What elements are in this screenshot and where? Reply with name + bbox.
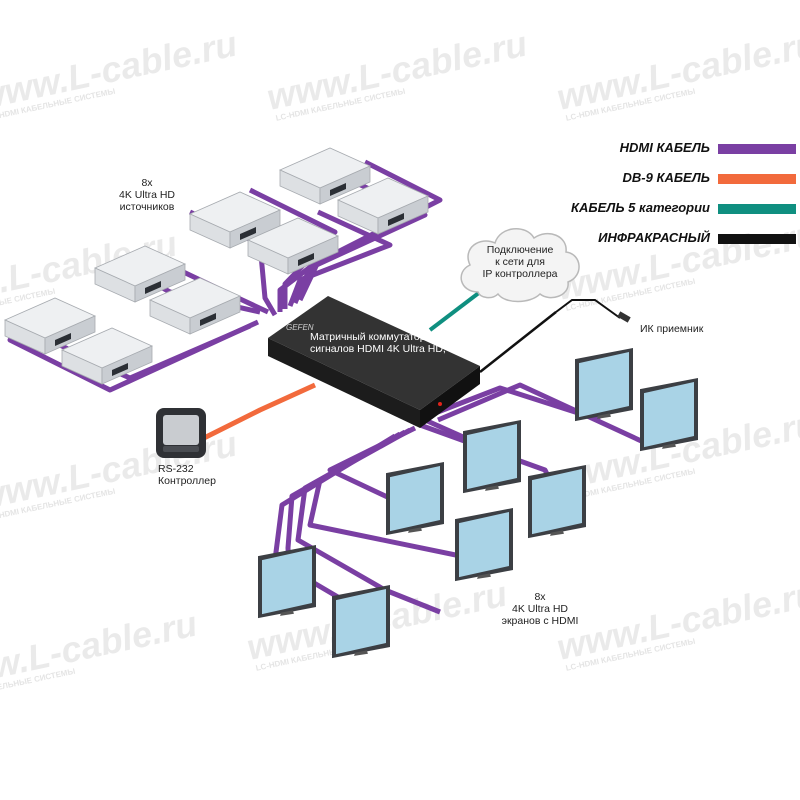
display-device <box>332 585 390 659</box>
controller-screen-icon <box>163 415 199 445</box>
source-device <box>247 217 339 275</box>
switch-side <box>420 366 480 428</box>
source-device <box>61 327 153 385</box>
legend-swatch <box>718 144 796 154</box>
legend-swatch <box>718 204 796 214</box>
switch-brand-logo: GEFEN <box>286 323 314 332</box>
switch-front <box>268 338 420 428</box>
sources-type-label: 4K Ultra HD <box>119 189 175 201</box>
sources-name-label: источников <box>120 201 175 213</box>
displays-type-label: 4K Ultra HD <box>512 603 568 615</box>
switch-label-line1: Матричный коммутатор 8x8 <box>310 331 446 343</box>
rs232-label-line1: RS-232 <box>158 463 194 475</box>
legend-swatch <box>718 234 796 244</box>
legend-item-db9: DB-9 КАБЕЛЬ <box>623 170 796 185</box>
hdmi-cable <box>272 433 397 613</box>
source-devices <box>4 147 429 385</box>
displays-name-label: экранов с HDMI <box>502 615 579 627</box>
source-device <box>4 297 96 355</box>
switch-top <box>268 296 480 410</box>
cloud-label-line3: IP контроллера <box>482 268 557 280</box>
network-cloud: Подключение к сети для IP контроллера <box>460 228 580 303</box>
legend-label: КАБЕЛЬ 5 категории <box>571 200 710 215</box>
display-device <box>386 462 444 536</box>
sources-count-label: 8x <box>141 177 153 189</box>
legend-item-ir: ИНФРАКРАСНЫЙ <box>598 229 796 245</box>
hdmi-cable <box>429 385 601 423</box>
display-device <box>575 348 633 422</box>
display-device <box>463 420 521 494</box>
db9-cable <box>198 382 317 443</box>
watermark-text: www.L-cable.ru <box>553 23 800 118</box>
cat5-cable <box>428 290 482 332</box>
display-device <box>258 545 316 619</box>
legend-label: ИНФРАКРАСНЫЙ <box>598 229 710 245</box>
hdmi-cable <box>287 209 393 307</box>
display-device <box>640 378 698 452</box>
legend-item-cat5: КАБЕЛЬ 5 категории <box>571 200 796 215</box>
watermark-text: www.L-cable.ru <box>553 573 800 668</box>
cable-legend: HDMI КАБЕЛЬ DB-9 КАБЕЛЬ КАБЕЛЬ 5 категор… <box>571 140 796 245</box>
legend-swatch <box>718 174 796 184</box>
ir-receiver: ИК приемник <box>555 299 704 335</box>
hdmi-cable <box>437 382 652 448</box>
source-device <box>337 177 429 235</box>
ir-cable <box>479 311 557 373</box>
rs232-label-line2: Контроллер <box>158 475 216 487</box>
controller-keypad-icon <box>163 446 199 452</box>
cloud-label-line2: к сети для <box>495 256 545 268</box>
source-device <box>149 277 241 335</box>
watermark-text: www.L-cable.ru <box>263 23 530 118</box>
cable-layer <box>7 159 652 615</box>
legend-item-hdmi: HDMI КАБЕЛЬ <box>620 140 796 155</box>
matrix-switch: GEFEN Матричный коммутатор 8x8 сигналов … <box>268 296 480 428</box>
ir-receiver-label: ИК приемник <box>640 323 704 335</box>
ir-receiver-cable <box>555 299 621 319</box>
display-devices <box>258 348 698 659</box>
rs232-controller: RS-232 Контроллер <box>156 408 216 487</box>
legend-label: DB-9 КАБЕЛЬ <box>623 170 711 185</box>
cloud-label-line1: Подключение <box>487 244 554 256</box>
cloud-icon <box>460 228 580 303</box>
switch-label-line2: сигналов HDMI 4K Ultra HD, 3D <box>310 343 463 355</box>
switch-power-led <box>438 402 442 406</box>
watermark-text: www.L-cable.ru <box>553 213 800 308</box>
display-device <box>528 465 586 539</box>
source-device <box>279 147 371 205</box>
source-device <box>94 245 186 303</box>
legend-label: HDMI КАБЕЛЬ <box>620 140 710 155</box>
source-device <box>189 191 281 249</box>
ir-receiver-icon <box>617 311 631 323</box>
display-device <box>455 508 513 582</box>
displays-count-label: 8x <box>534 591 546 603</box>
